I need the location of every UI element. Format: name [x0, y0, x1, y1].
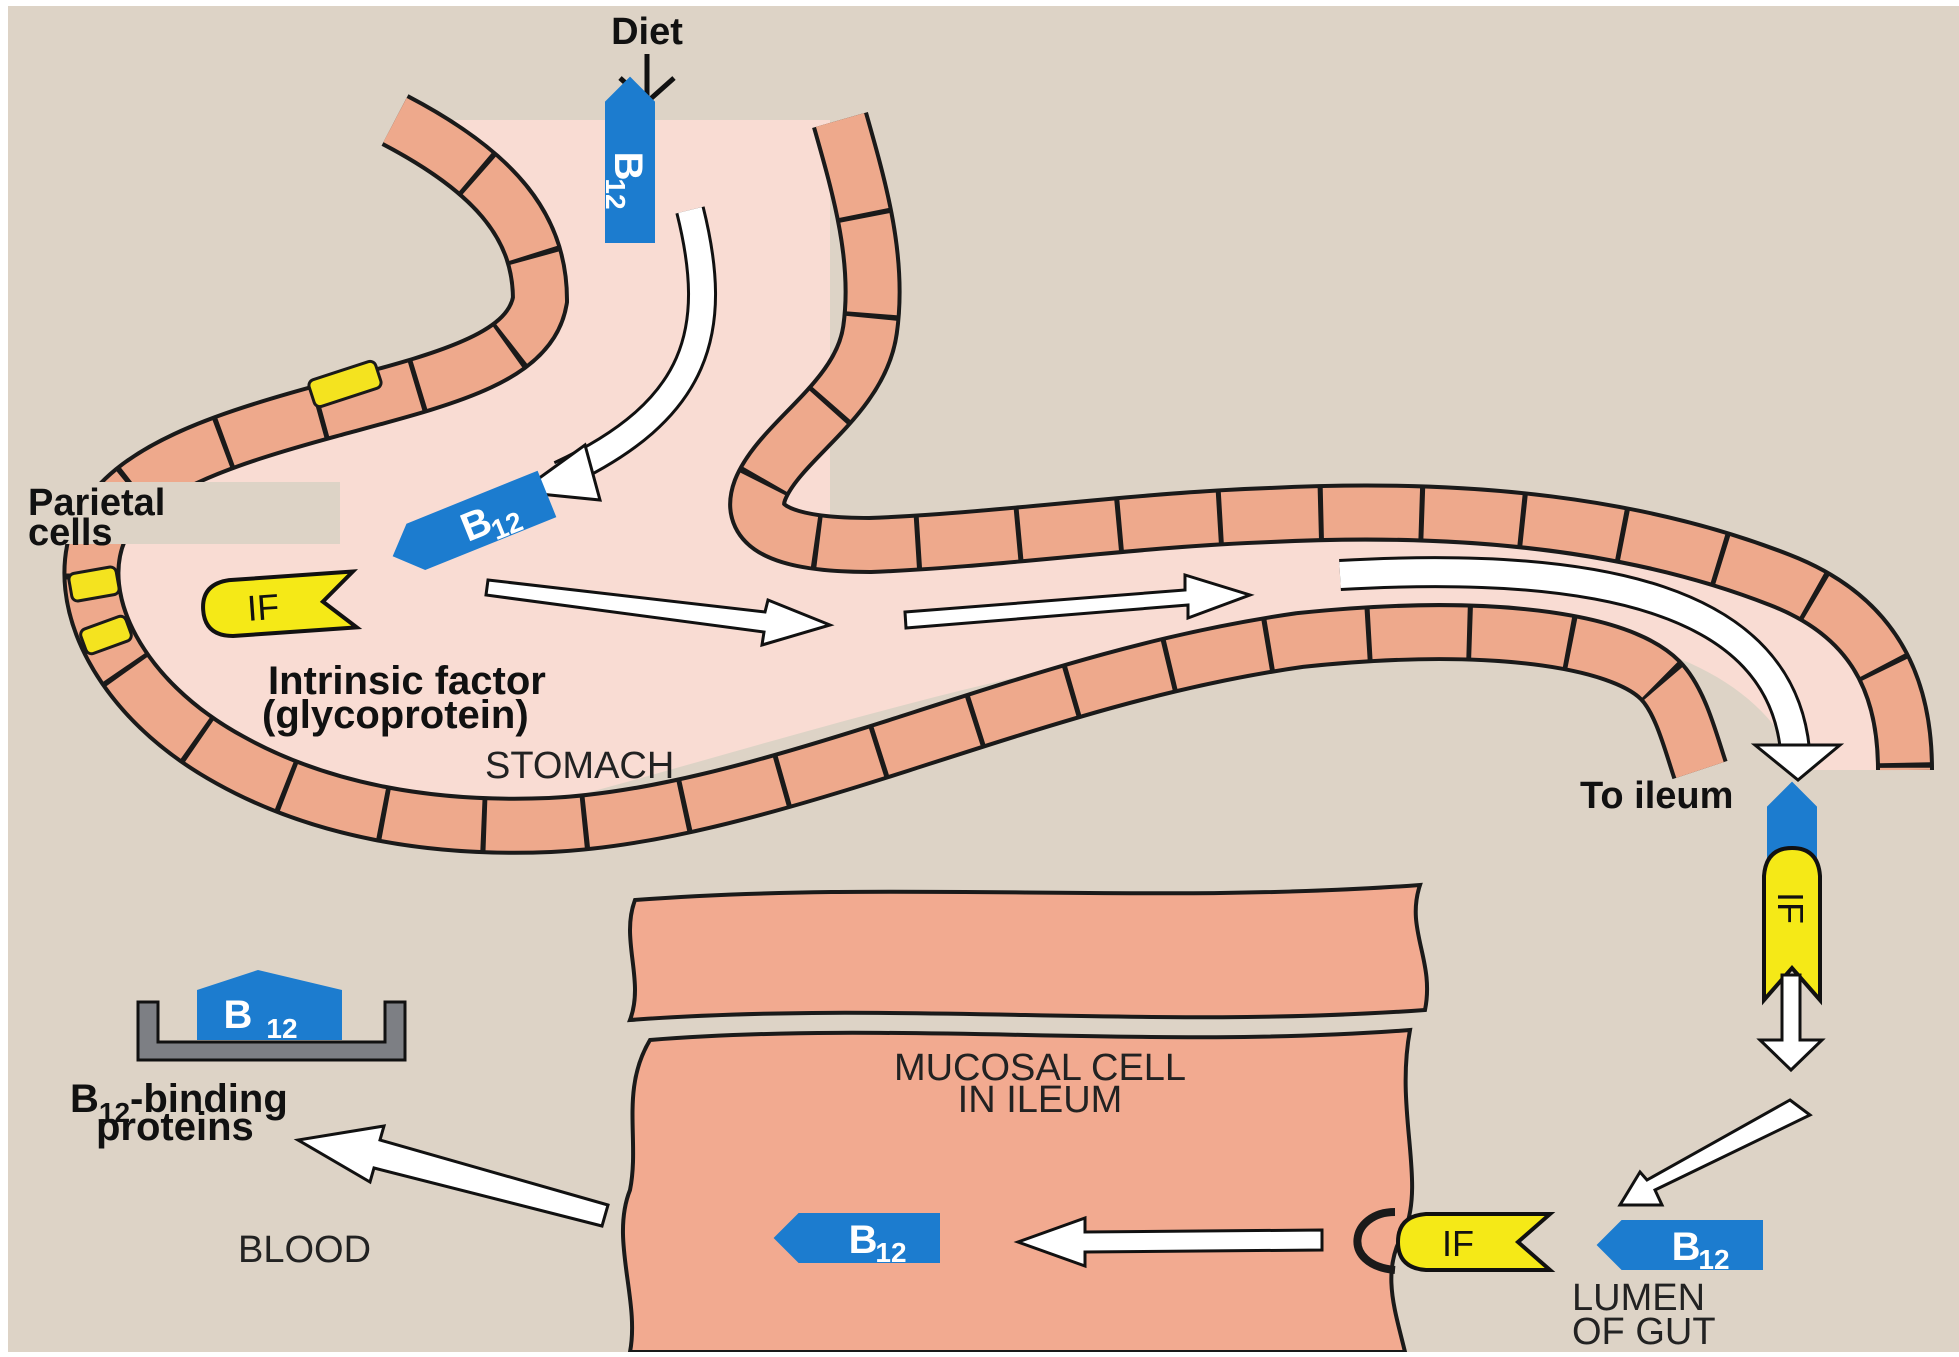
lumen-label-line2: OF GUT [1572, 1311, 1716, 1352]
binding-b12-sub: 12 [266, 1013, 297, 1044]
binding-b12-main: B [224, 993, 253, 1037]
diet-label: Diet [611, 11, 683, 53]
b12-tag-diet [600, 78, 654, 242]
ileum-cell-upper [630, 885, 1427, 1020]
b12-tag-lumen [1598, 1221, 1762, 1275]
parietal-label-line2: cells [28, 512, 113, 554]
stomach-label: STOMACH [485, 745, 674, 787]
if-label-line2: (glycoprotein) [262, 693, 529, 737]
to-ileum-label: To ileum [1580, 775, 1733, 817]
binding-label-line2: proteins [96, 1105, 254, 1149]
mucosal-label-line2: IN ILEUM [958, 1079, 1123, 1121]
blood-label: BLOOD [238, 1229, 371, 1271]
b12-tag-mucosal [775, 1214, 939, 1268]
